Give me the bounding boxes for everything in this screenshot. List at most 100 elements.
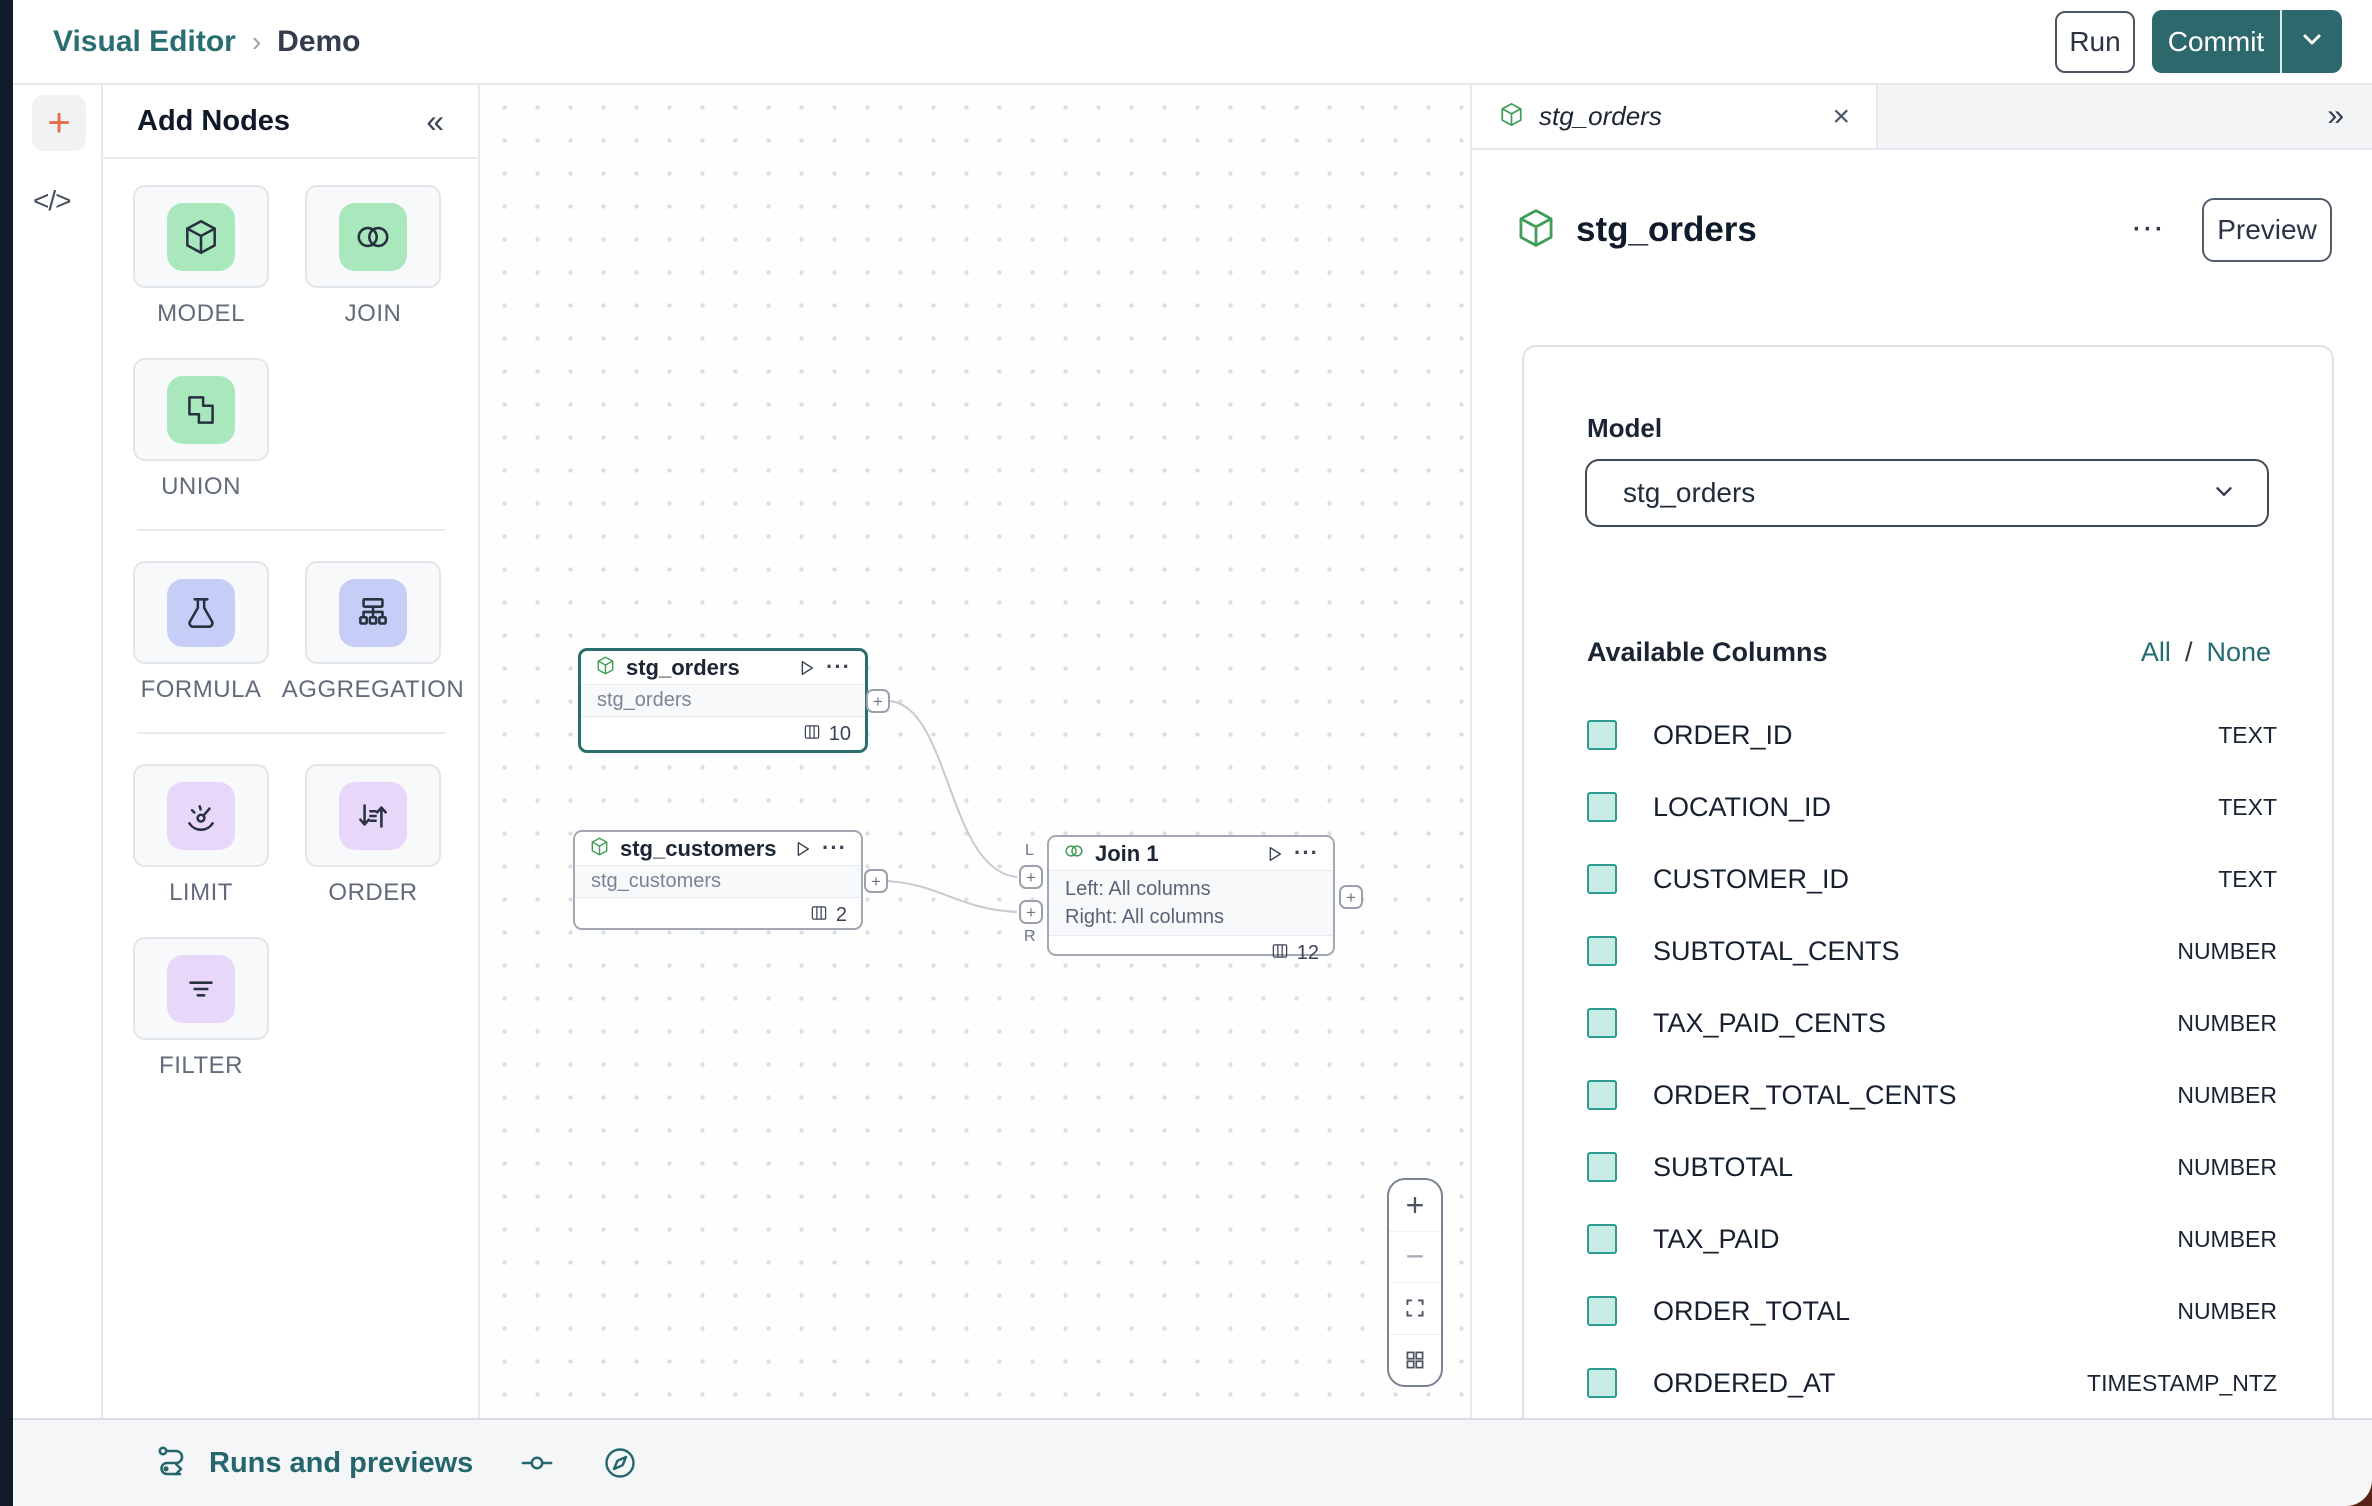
- node-header: stg_customers ···: [575, 832, 861, 866]
- join-icon: [339, 202, 407, 271]
- model-cube-icon: [1514, 206, 1558, 255]
- breadcrumb-separator-icon: ›: [251, 25, 262, 57]
- column-name: SUBTOTAL: [1653, 1151, 1794, 1182]
- runs-and-previews-label: Runs and previews: [209, 1446, 474, 1479]
- join-left-line: Left: All columns: [1065, 878, 1211, 900]
- add-node-card[interactable]: [305, 185, 441, 288]
- code-view-icon[interactable]: </>: [33, 185, 71, 216]
- ellipsis-icon[interactable]: ···: [1294, 840, 1319, 866]
- add-node-card[interactable]: [133, 764, 269, 867]
- breadcrumb-visual-editor[interactable]: Visual Editor: [53, 24, 236, 58]
- column-name: CUSTOMER_ID: [1653, 863, 1850, 894]
- column-type: NUMBER: [2177, 937, 2277, 964]
- available-columns-header: Available Columns All / None: [1587, 637, 2271, 668]
- ellipsis-icon[interactable]: ···: [822, 835, 847, 861]
- join-left-port-label: L: [1025, 842, 1034, 859]
- commit-node-icon[interactable]: [519, 1445, 555, 1481]
- add-node-model[interactable]: MODEL: [133, 185, 269, 328]
- column-type: NUMBER: [2177, 1153, 2277, 1180]
- compass-icon[interactable]: [601, 1444, 639, 1482]
- node-title: stg_orders: [626, 654, 740, 680]
- add-node-limit[interactable]: LIMIT: [133, 764, 269, 907]
- add-node-label: ORDER: [328, 879, 418, 906]
- play-icon[interactable]: [796, 658, 816, 678]
- add-node-card[interactable]: [133, 358, 269, 461]
- ellipsis-icon[interactable]: ···: [826, 654, 851, 680]
- join-left-input-port[interactable]: +: [1019, 865, 1043, 889]
- column-type: NUMBER: [2177, 1081, 2277, 1108]
- node-body: stg_orders: [581, 685, 865, 717]
- model-cube-icon: [595, 655, 616, 681]
- breadcrumb-current: Demo: [277, 24, 361, 58]
- add-node-join[interactable]: JOIN: [305, 185, 441, 328]
- tab-stg-orders[interactable]: stg_orders ×: [1472, 85, 1878, 148]
- join-right-input-port[interactable]: +: [1019, 900, 1043, 924]
- column-checkbox[interactable]: [1587, 1080, 1617, 1110]
- breadcrumb: Visual Editor › Demo: [53, 0, 361, 83]
- column-type: NUMBER: [2177, 1225, 2277, 1252]
- column-checkbox[interactable]: [1587, 1368, 1617, 1398]
- column-type: NUMBER: [2177, 1009, 2277, 1036]
- column-name: ORDER_TOTAL_CENTS: [1653, 1079, 1957, 1110]
- column-checkbox[interactable]: [1587, 864, 1617, 894]
- add-node-card[interactable]: [133, 185, 269, 288]
- tab-title: stg_orders: [1539, 101, 1662, 131]
- play-icon[interactable]: [792, 839, 812, 859]
- model-field-label: Model: [1587, 413, 1663, 443]
- column-checkbox[interactable]: [1587, 720, 1617, 750]
- model-select[interactable]: stg_orders: [1585, 459, 2269, 527]
- column-checkbox[interactable]: [1587, 792, 1617, 822]
- add-node-label: MODEL: [157, 300, 245, 327]
- layout-grid-button[interactable]: [1389, 1333, 1441, 1386]
- add-node-rail-button[interactable]: +: [32, 95, 86, 151]
- node-stg-orders[interactable]: stg_orders ··· stg_orders 10: [578, 648, 868, 753]
- node-title: stg_customers: [620, 835, 777, 861]
- add-node-filter[interactable]: FILTER: [133, 937, 269, 1080]
- column-checkbox[interactable]: [1587, 1296, 1617, 1326]
- run-button[interactable]: Run: [2055, 11, 2135, 73]
- zoom-out-button[interactable]: −: [1389, 1230, 1441, 1283]
- add-node-union[interactable]: UNION: [133, 358, 269, 501]
- collapse-panel-icon[interactable]: «: [426, 103, 444, 139]
- fit-view-button[interactable]: [1389, 1282, 1441, 1334]
- add-node-card[interactable]: [305, 561, 441, 664]
- flow-canvas[interactable]: stg_orders ··· stg_orders 10 + stg_custo…: [480, 85, 1470, 1418]
- column-name: LOCATION_ID: [1653, 791, 1832, 822]
- ellipsis-menu-icon[interactable]: ···: [2133, 216, 2166, 243]
- node-type-group: MODEL JOIN UNION: [133, 185, 449, 501]
- column-checkbox[interactable]: [1587, 1008, 1617, 1038]
- column-checkbox[interactable]: [1587, 1224, 1617, 1254]
- add-node-aggregation[interactable]: AGGREGATION: [282, 561, 464, 704]
- select-separator: /: [2184, 637, 2193, 667]
- add-node-formula[interactable]: FORMULA: [133, 561, 269, 704]
- join-output-port[interactable]: +: [1339, 885, 1363, 909]
- select-all-link[interactable]: All: [2140, 637, 2171, 667]
- column-type: TEXT: [2218, 721, 2277, 748]
- node-stg-customers[interactable]: stg_customers ··· stg_customers 2: [573, 830, 863, 930]
- group-divider: [137, 529, 445, 531]
- commit-dropdown-button[interactable]: [2280, 10, 2342, 73]
- close-icon[interactable]: ×: [1832, 99, 1850, 133]
- expand-panel-icon[interactable]: »: [2327, 99, 2344, 132]
- chevron-down-icon: [2211, 478, 2237, 509]
- output-port-stg-orders[interactable]: +: [866, 689, 890, 713]
- add-node-order[interactable]: ORDER: [305, 764, 441, 907]
- available-columns-label: Available Columns: [1587, 637, 1828, 667]
- select-none-link[interactable]: None: [2206, 637, 2271, 667]
- inspector-panel: stg_orders × » stg_orders ··· Preview Mo…: [1470, 85, 2372, 1495]
- column-type: NUMBER: [2177, 1297, 2277, 1324]
- output-port-stg-customers[interactable]: +: [864, 869, 888, 893]
- node-footer: 10: [581, 717, 865, 751]
- add-node-card[interactable]: [133, 937, 269, 1040]
- add-node-card[interactable]: [133, 561, 269, 664]
- add-node-card[interactable]: [305, 764, 441, 867]
- node-join-1[interactable]: Join 1 ··· Left: All columns Right: All …: [1047, 835, 1335, 964]
- column-checkbox[interactable]: [1587, 936, 1617, 966]
- column-checkbox[interactable]: [1587, 1152, 1617, 1182]
- zoom-in-button[interactable]: +: [1405, 1186, 1425, 1223]
- commit-button[interactable]: Commit: [2152, 10, 2280, 73]
- play-icon[interactable]: [1264, 844, 1284, 864]
- runs-and-previews-button[interactable]: Runs and previews: [153, 1442, 473, 1485]
- preview-button[interactable]: Preview: [2202, 198, 2332, 262]
- window-edge-strip: [0, 0, 13, 1506]
